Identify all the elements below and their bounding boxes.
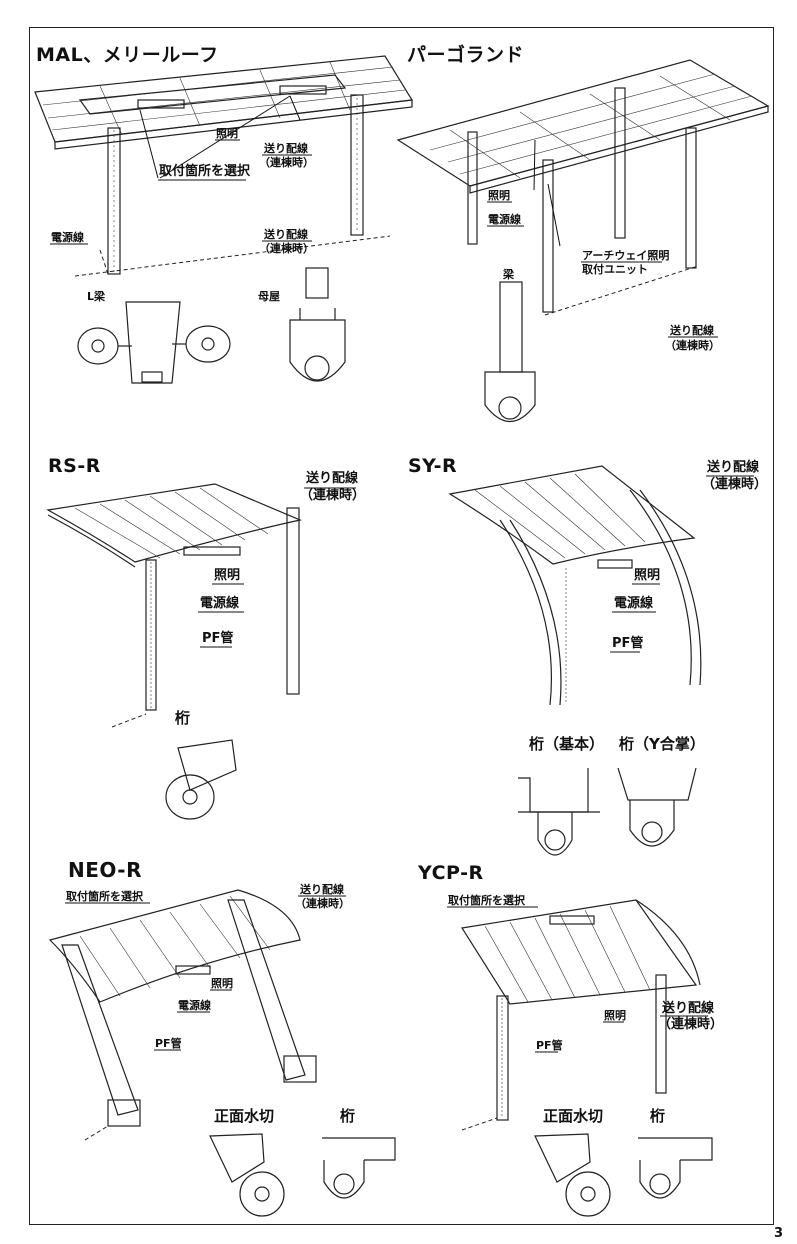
sy-r-label-feed-wiring: 送り配線 xyxy=(707,460,760,475)
mal-label-feed-wiring-note-2: （連棟時） xyxy=(259,242,314,255)
rs-r-label-feed-wiring-note: （連棟時） xyxy=(300,488,366,503)
neo-r-label-select-mount: 取付箇所を選択 xyxy=(66,890,143,903)
neo-r-label-feed-wiring: 送り配線 xyxy=(300,883,344,896)
section-title-rs-r: RS-R xyxy=(48,455,101,477)
pergoland-drawing xyxy=(396,59,770,422)
rs-r-label-pf-pipe: PF管 xyxy=(202,631,234,646)
section-title-sy-r: SY-R xyxy=(408,455,458,477)
neo-r-label-feed-wiring-note: （連棟時） xyxy=(295,897,350,910)
pergoland-label-beam: 梁 xyxy=(503,268,514,281)
pergoland-label-power-line: 電源線 xyxy=(488,213,521,226)
ycp-r-label-select-mount: 取付箇所を選択 xyxy=(448,894,525,907)
rs-r-label-girder: 桁 xyxy=(175,709,191,727)
sy-r-label-pf-pipe: PF管 xyxy=(612,636,644,651)
mal-label-select-mount: 取付箇所を選択 xyxy=(159,164,251,179)
sy-r-label-girder-basic: 桁（基本） xyxy=(529,735,605,753)
ycp-r-drawing xyxy=(461,899,713,1217)
rs-r-label-power-line: 電源線 xyxy=(200,596,240,611)
neo-r-label-pf-pipe: PF管 xyxy=(155,1037,182,1050)
page-number: 3 xyxy=(774,1226,784,1241)
ycp-r-label-girder: 桁 xyxy=(650,1107,666,1125)
mal-carport-drawing xyxy=(34,55,414,277)
ycp-r-label-lighting: 照明 xyxy=(604,1009,626,1022)
sy-r-label-feed-wiring-note: （連棟時） xyxy=(702,477,768,492)
section-title-pergoland: パーゴランド xyxy=(407,44,525,66)
mal-label-feed-wiring-2: 送り配線 xyxy=(264,228,308,241)
pergoland-label-archway-lighting: アーチウェイ照明 xyxy=(582,249,670,262)
mal-l-beam-detail xyxy=(77,301,231,384)
section-title-mal: MAL、メリールーフ xyxy=(36,44,219,66)
mal-label-lighting: 照明 xyxy=(216,127,238,140)
pergoland-label-feed-wiring-note: （連棟時） xyxy=(665,339,720,352)
rs-r-label-feed-wiring: 送り配線 xyxy=(306,471,359,486)
pergoland-label-feed-wiring: 送り配線 xyxy=(670,324,714,337)
pergoland-label-mount-unit: 取付ユニット xyxy=(582,263,648,276)
mal-label-purlin: 母屋 xyxy=(258,290,280,303)
mal-label-feed-wiring: 送り配線 xyxy=(264,142,308,155)
ycp-r-label-pf-pipe: PF管 xyxy=(536,1039,563,1052)
mal-label-power-line: 電源線 xyxy=(51,231,84,244)
section-title-ycp-r: YCP-R xyxy=(418,862,484,884)
rs-r-label-lighting: 照明 xyxy=(214,568,241,583)
sy-r-label-power-line: 電源線 xyxy=(614,596,654,611)
neo-r-label-front-drip: 正面水切 xyxy=(214,1107,275,1125)
mal-purlin-detail xyxy=(289,267,346,382)
neo-r-drawing xyxy=(48,889,396,1217)
rs-r-drawing xyxy=(46,483,302,820)
ycp-r-label-feed-wiring-note: （連棟時） xyxy=(658,1017,724,1032)
mal-label-feed-wiring-note: （連棟時） xyxy=(259,156,314,169)
pergoland-label-lighting: 照明 xyxy=(488,189,510,202)
section-title-neo-r: NEO-R xyxy=(68,858,142,882)
neo-r-label-lighting: 照明 xyxy=(211,977,233,990)
sy-r-drawing xyxy=(448,465,702,856)
ycp-r-label-front-drip: 正面水切 xyxy=(543,1107,604,1125)
mal-label-l-beam: L梁 xyxy=(87,290,106,303)
sy-r-label-lighting: 照明 xyxy=(634,568,661,583)
neo-r-label-girder: 桁 xyxy=(340,1107,356,1125)
neo-r-label-power-line: 電源線 xyxy=(178,999,211,1012)
page-frame xyxy=(29,27,774,1225)
ycp-r-label-feed-wiring: 送り配線 xyxy=(662,1001,715,1016)
sy-r-label-girder-y: 桁（Y合掌） xyxy=(619,735,705,753)
